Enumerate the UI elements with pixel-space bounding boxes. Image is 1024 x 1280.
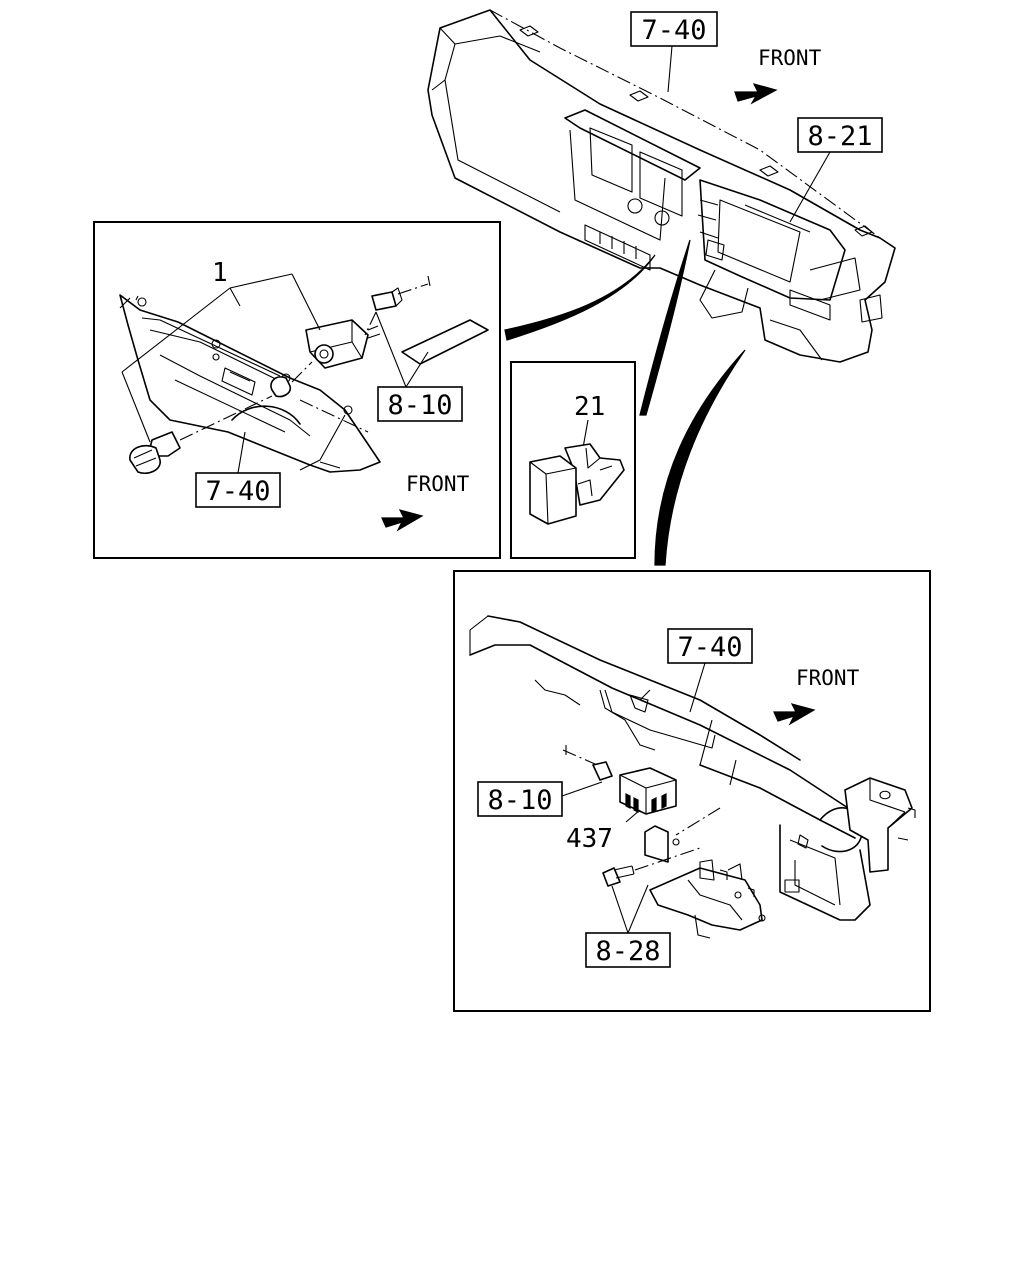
front-direction-arrow-icon	[734, 83, 778, 105]
svg-text:1: 1	[212, 258, 228, 288]
main-ref-dashboard: 7-40	[630, 11, 718, 93]
bottom-ref-dashboard: 7-40	[667, 628, 753, 713]
bottom-ref-harness: 8-10	[477, 781, 603, 817]
front-direction-arrow-icon	[381, 509, 424, 532]
svg-text:FRONT: FRONT	[406, 472, 470, 496]
svg-text:7-40: 7-40	[205, 476, 270, 507]
left-ref-dashboard: 7-40	[195, 431, 281, 508]
leader-curve-bottom	[654, 349, 746, 566]
svg-text:8-10: 8-10	[387, 390, 452, 421]
svg-text:7-40: 7-40	[641, 15, 706, 46]
leader-curve-left	[504, 254, 656, 341]
left-front-indicator: FRONT	[381, 472, 470, 532]
bottom-ref-bracket: 8-28	[585, 884, 671, 968]
bottom-front-indicator: FRONT	[773, 666, 860, 726]
main-front-indicator: FRONT	[734, 46, 822, 105]
bottom-detail-parts	[469, 615, 916, 939]
svg-text:8-21: 8-21	[807, 121, 872, 152]
svg-text:21: 21	[574, 392, 605, 422]
leader-curve-mid	[639, 239, 691, 416]
bottom-part-437: 437	[566, 809, 641, 854]
svg-text:FRONT: FRONT	[796, 666, 860, 690]
svg-text:8-10: 8-10	[487, 785, 552, 816]
svg-text:8-28: 8-28	[595, 936, 660, 967]
svg-text:437: 437	[566, 824, 613, 854]
dashboard-main-view	[427, 9, 896, 363]
svg-text:7-40: 7-40	[677, 632, 742, 663]
main-ref-meter: 8-21	[789, 117, 883, 223]
svg-text:FRONT: FRONT	[758, 46, 822, 70]
left-detail-parts	[119, 275, 489, 475]
switch-part-21: 21	[529, 392, 625, 525]
left-part-1: 1	[121, 258, 321, 443]
front-direction-arrow-icon	[773, 703, 816, 726]
left-ref-harness: 8-10	[375, 311, 463, 422]
